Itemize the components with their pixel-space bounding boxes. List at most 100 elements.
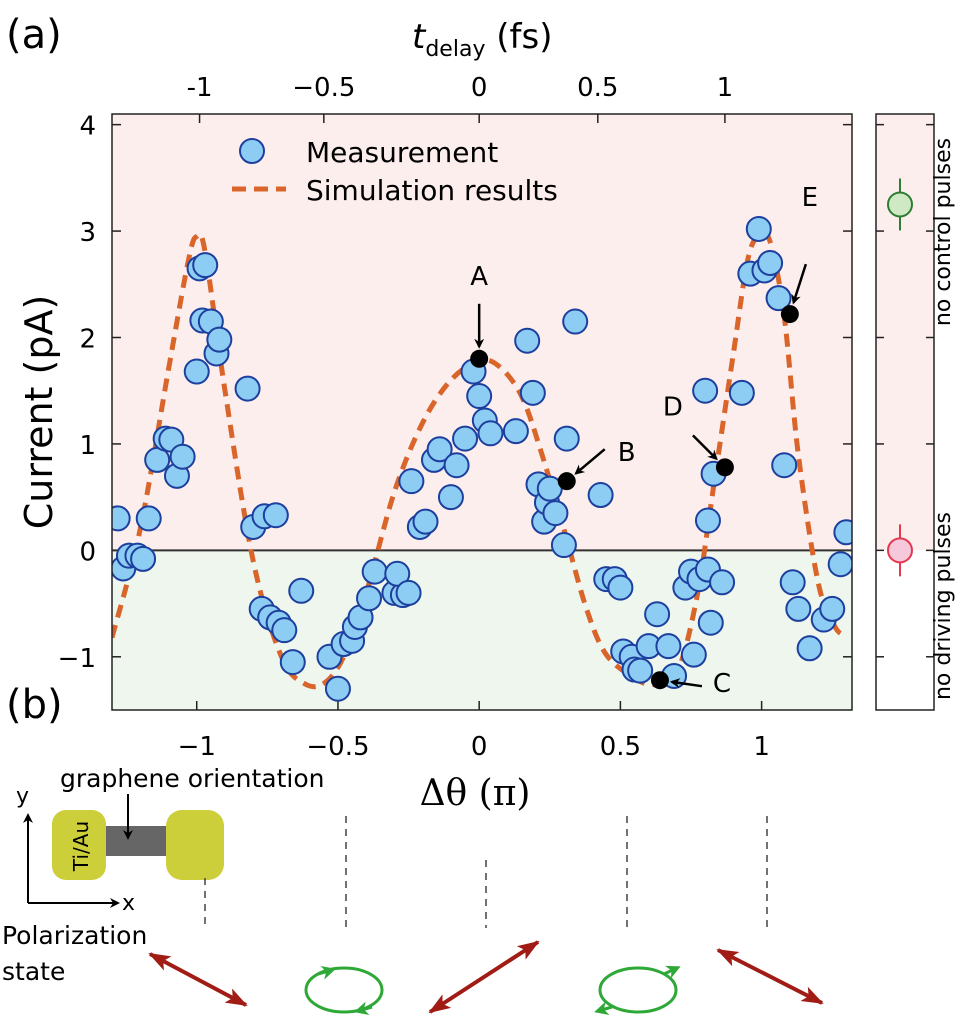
measurement-point [655, 633, 682, 660]
plot-frame [111, 113, 853, 711]
polarization-circular-2-arrow-bottom [594, 1001, 613, 1015]
guide-lines [204, 816, 768, 928]
polarization-label-line1: Polarization [2, 921, 147, 950]
marked-label-b: B [618, 438, 636, 468]
panel-label-b: (b) [6, 682, 63, 728]
measurement-point [697, 609, 724, 636]
measurement-point [288, 577, 315, 604]
measurement-point [356, 585, 383, 612]
measurement-point [234, 375, 261, 402]
measurement-point [779, 569, 806, 596]
side-label-no-driving: no driving pulses [931, 512, 956, 700]
x-tick-label: −0.5 [306, 732, 369, 762]
top-axis-title-sub: delay [425, 37, 485, 62]
measurement-point [627, 657, 654, 684]
y-tick-label: 3 [79, 218, 96, 248]
top-axis-title-unit: (fs) [485, 17, 552, 57]
polarization-circular-2-arrow-top [663, 965, 681, 979]
measurement-point [757, 250, 784, 276]
measurement-point [169, 443, 196, 470]
measurement-point [262, 502, 289, 529]
marked-label-a: A [470, 262, 488, 292]
measurement-point [271, 617, 298, 644]
marked-arrow-b [574, 448, 606, 475]
measurement-point [607, 574, 634, 601]
top-tick-label: −0.5 [292, 73, 355, 103]
y-tick-label: 2 [79, 325, 96, 355]
top-axis-title: tdelay (fs) [412, 17, 553, 62]
side-marker-no-driving [887, 537, 913, 564]
measurement-point [361, 558, 388, 585]
top-tick-label: 1 [717, 73, 734, 103]
measurement-point [553, 425, 580, 452]
marked-point-a [470, 349, 489, 368]
side-panel-positive [876, 114, 934, 551]
legend: Measurement Simulation results [232, 136, 558, 207]
polarization-circular-2 [594, 965, 681, 1015]
inset-graphene-channel [95, 826, 175, 856]
device-inset: x y Ti/Au graphene orientation Polarizat… [2, 764, 325, 986]
side-panel-frame [875, 113, 935, 711]
measurement-point [398, 468, 425, 495]
measurement-point [514, 327, 541, 354]
marked-label-d: D [663, 392, 683, 422]
polarization-circular-1-ring [304, 966, 384, 1014]
measurement-point [745, 215, 772, 242]
side-label-no-control: no control pulses [931, 138, 956, 326]
top-tick-label: 0 [471, 73, 488, 103]
measurement-point [771, 452, 798, 479]
measurement-point [542, 500, 569, 527]
measurement-point [550, 532, 577, 559]
measurement-point [437, 484, 464, 511]
marked-arrow-e [791, 263, 808, 305]
polarization-label-line2: state [2, 957, 65, 986]
measurement-point [324, 675, 351, 702]
marked-arrow-c [669, 678, 703, 688]
inset-axis-y-label: y [16, 784, 29, 809]
legend-simulation-label: Simulation results [306, 174, 558, 207]
polarization-states [148, 940, 824, 1015]
measurement-point [680, 641, 707, 668]
x-axis-label: Δθ (π) [420, 773, 531, 814]
y-axis-label: Current (pA) [17, 295, 61, 530]
measurement-point [819, 595, 846, 622]
inset-axis-x-label: x [122, 891, 135, 916]
marked-point-c [650, 671, 669, 690]
inset-left-electrode [52, 810, 106, 880]
measurement-point [587, 482, 614, 509]
measurement-point [692, 377, 719, 404]
x-tick-label: 0 [471, 732, 488, 762]
measurement-point [130, 545, 157, 572]
measurement-point [112, 505, 131, 532]
measurement-point [796, 635, 823, 662]
marked-point-b [557, 472, 576, 491]
measurement-point [412, 508, 439, 535]
x-tick-label: 0.5 [600, 732, 641, 762]
measurement-point [426, 436, 453, 463]
side-panel: no control pulses no driving pulses [875, 113, 956, 711]
measurement-point [384, 560, 411, 587]
measurement-point [502, 418, 529, 445]
measurement-point [395, 579, 422, 606]
y-tick-label: 4 [79, 112, 96, 142]
inset-orientation-label: graphene orientation [60, 764, 325, 793]
polarization-circular-1-arrow-bottom [354, 1001, 373, 1015]
measurement-point [694, 507, 721, 534]
marked-label-c: C [713, 669, 731, 699]
measurement-markers [112, 215, 852, 702]
measurement-point [709, 569, 736, 596]
side-panel-markers [887, 178, 913, 577]
measurement-point [443, 452, 470, 479]
polarization-circular-1 [304, 966, 384, 1015]
polarization-linear-3 [716, 948, 824, 1005]
measurement-point [562, 308, 589, 335]
measurement-point [644, 601, 671, 628]
y-tick-label: −1 [58, 644, 96, 674]
inset-right-electrode [166, 810, 224, 880]
measurement-point [519, 379, 546, 406]
x-tick-label: −1 [178, 732, 216, 762]
legend-measurement-marker [239, 138, 265, 164]
measurement-point [827, 551, 852, 578]
marked-point-e [780, 305, 799, 324]
